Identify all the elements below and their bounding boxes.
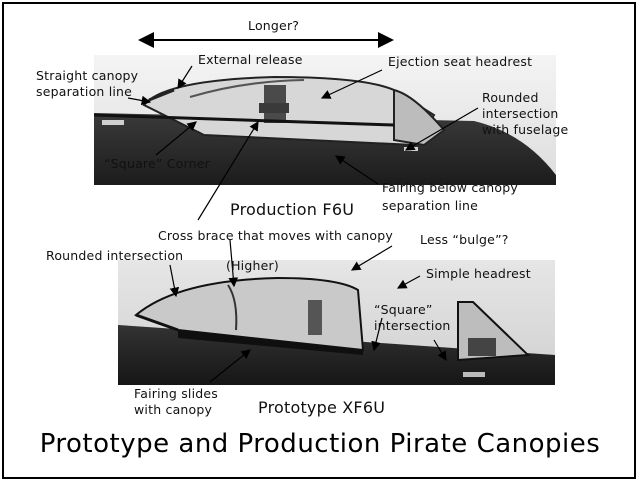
length-note: Longer? — [248, 18, 300, 33]
label-ejection-seat-headrest: Ejection seat headrest — [388, 54, 533, 69]
label-fairing-2: separation line — [382, 198, 479, 213]
label-rounded-2: intersection — [482, 106, 559, 121]
label-square-intersection-2: intersection — [374, 318, 451, 333]
label-rounded-3: with fuselage — [482, 122, 569, 137]
label-rounded-intersection: Rounded intersection — [46, 248, 184, 263]
production-f6u-photo — [94, 55, 556, 185]
caption-prototype: Prototype XF6U — [258, 398, 386, 417]
label-cross-brace: Cross brace that moves with canopy — [158, 228, 393, 243]
label-rounded-1: Rounded — [482, 90, 539, 105]
label-higher: (Higher) — [226, 258, 279, 273]
label-fairing-slides-1: Fairing slides — [134, 386, 219, 401]
label-square-corner: “Square” Corner — [104, 156, 210, 171]
figure-title: Prototype and Production Pirate Canopies — [39, 429, 601, 459]
label-straight-canopy-1: Straight canopy — [36, 68, 139, 83]
label-square-intersection-1: “Square” — [374, 302, 433, 317]
figure-frame — [2, 2, 636, 479]
caption-production: Production F6U — [230, 200, 355, 219]
label-fairing-slides-2: with canopy — [134, 402, 213, 417]
label-external-release: External release — [198, 52, 303, 67]
label-less-bulge: Less “bulge”? — [420, 232, 509, 247]
label-simple-headrest: Simple headrest — [426, 266, 531, 281]
label-straight-canopy-2: separation line — [36, 84, 133, 99]
prototype-xf6u-photo — [118, 260, 555, 385]
label-fairing-1: Fairing below canopy — [382, 180, 518, 195]
